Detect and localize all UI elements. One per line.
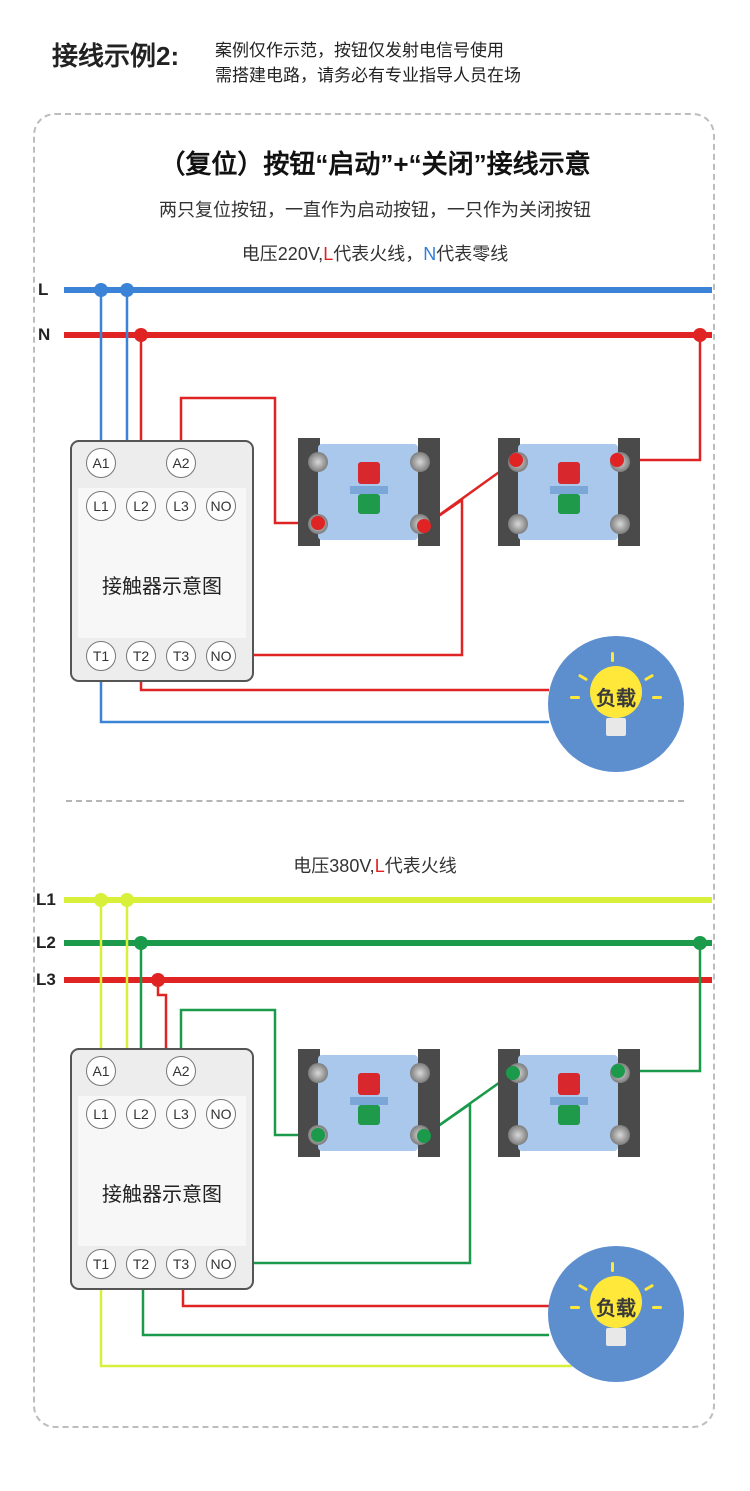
diagram-panel xyxy=(33,113,715,1428)
wire-T1-to-load xyxy=(99,671,549,724)
green-button xyxy=(358,494,380,514)
wire-A2-to-start xyxy=(179,396,318,525)
voltage-legend-220: 电压220V,L代表火线，N代表零线 xyxy=(0,240,750,266)
wire-stop-to-L2 xyxy=(618,943,702,1073)
load-lamp-220: 负载 xyxy=(548,636,684,772)
terminal-A2: A2 xyxy=(166,1056,196,1086)
junction-dot xyxy=(120,893,134,907)
contactor-label: 接触器示意图 xyxy=(102,576,222,598)
wire-start-to-NO-bottom-380 xyxy=(237,1101,472,1265)
line-label-N: N xyxy=(38,325,51,344)
contactor-label: 接触器示意图 xyxy=(102,1184,222,1206)
load-label: 负载 xyxy=(596,688,636,710)
load-lamp-380: 负载 xyxy=(548,1246,684,1382)
terminal-T2: T2 xyxy=(126,641,156,671)
neutral-letter-220: N xyxy=(423,244,437,264)
live-text-220: 代表火线， xyxy=(333,244,424,264)
terminal-NO-bottom: NO xyxy=(206,1249,236,1279)
terminal-T3: T3 xyxy=(166,641,196,671)
stop-push-button xyxy=(498,1049,640,1157)
terminal-L3: L3 xyxy=(166,1099,196,1129)
section-divider xyxy=(66,800,684,802)
terminal-T1: T1 xyxy=(86,641,116,671)
red-button xyxy=(358,1073,380,1095)
wire-A2-to-start-380 xyxy=(179,1008,318,1137)
neutral-text-220: 代表零线 xyxy=(436,244,509,264)
terminal-T2: T2 xyxy=(126,1249,156,1279)
line-label-L3: L3 xyxy=(36,970,56,989)
terminal-L1: L1 xyxy=(86,1099,116,1129)
bulb-icon xyxy=(590,666,642,718)
junction-dot xyxy=(134,936,148,950)
junction-dot xyxy=(94,283,108,297)
diagram-title: （复位）按钮“启动”+“关闭”接线示意 xyxy=(159,149,591,179)
green-button xyxy=(558,494,580,514)
voltage-legend-380: 电压380V,L代表火线 xyxy=(0,852,750,878)
header-title: 接线示例2: xyxy=(52,41,180,71)
green-button xyxy=(358,1105,380,1125)
red-button xyxy=(558,1073,580,1095)
junction-dot xyxy=(693,328,707,342)
terminal-L2: L2 xyxy=(126,1099,156,1129)
line-label-L2: L2 xyxy=(36,933,56,952)
green-button xyxy=(558,1105,580,1125)
wire-T1-to-load-380 xyxy=(99,1279,572,1368)
terminal-A2: A2 xyxy=(166,448,196,478)
terminal-NO-top: NO xyxy=(206,491,236,521)
voltage-prefix-220: 电压220V, xyxy=(241,244,324,264)
red-button xyxy=(358,462,380,484)
stop-push-button xyxy=(498,438,640,546)
diagram-subtitle: 两只复位按钮，一直作为启动按钮，一只作为关闭按钮 xyxy=(159,200,591,220)
load-label: 负载 xyxy=(596,1298,636,1320)
terminal-A1: A1 xyxy=(86,1056,116,1086)
live-text-380: 代表火线 xyxy=(384,856,457,876)
bulb-icon xyxy=(590,1276,642,1328)
terminal-L1: L1 xyxy=(86,491,116,521)
start-push-button xyxy=(298,438,440,546)
terminal-T3: T3 xyxy=(166,1249,196,1279)
junction-dot xyxy=(693,936,707,950)
header-note-line2: 需搭建电路，请务必有专业指导人员在场 xyxy=(215,66,521,85)
junction-dot xyxy=(120,283,134,297)
live-letter-220: L xyxy=(323,244,334,264)
junction-dot xyxy=(94,893,108,907)
start-push-button xyxy=(298,1049,440,1157)
junction-dot xyxy=(151,973,165,987)
line-label-L: L xyxy=(38,280,49,299)
red-button xyxy=(558,462,580,484)
header-note-line1: 案例仅作示范，按钮仅发射电信号使用 xyxy=(215,41,504,60)
terminal-T1: T1 xyxy=(86,1249,116,1279)
wire-start-to-NO-bottom xyxy=(237,497,464,657)
wire-stop-to-N xyxy=(617,335,702,462)
terminal-L3: L3 xyxy=(166,491,196,521)
terminal-L2: L2 xyxy=(126,491,156,521)
terminal-A1: A1 xyxy=(86,448,116,478)
terminal-NO-bottom: NO xyxy=(206,641,236,671)
junction-dot xyxy=(134,328,148,342)
voltage-prefix-380: 电压380V, xyxy=(293,856,375,876)
line-label-L1: L1 xyxy=(36,890,56,909)
live-letter-380: L xyxy=(374,856,385,876)
wire-T2-to-load-380 xyxy=(141,1279,549,1337)
terminal-NO-top: NO xyxy=(206,1099,236,1129)
